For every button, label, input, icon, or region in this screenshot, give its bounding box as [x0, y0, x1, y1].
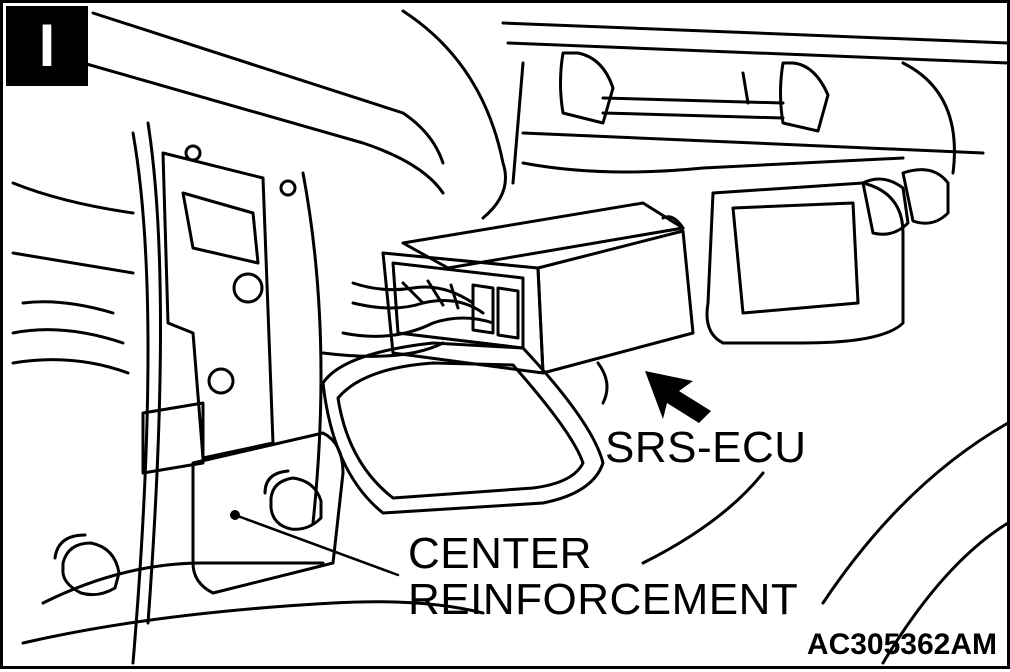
- bolt-left: [61, 541, 121, 597]
- floor-line-1: [821, 421, 1010, 605]
- upper-rail: [601, 96, 785, 105]
- step-badge: I: [6, 6, 88, 86]
- center-reinforcement-label-line1: CENTER: [408, 529, 592, 578]
- reinforcement-plate: [191, 431, 345, 595]
- upper-bracket-2: [779, 61, 830, 133]
- pillar-hole-3: [184, 144, 202, 162]
- pillar-left-edge: [146, 121, 162, 625]
- right-bracket: [705, 181, 905, 345]
- upper-bracket: [559, 51, 615, 125]
- ecu-connector-slot: [496, 286, 520, 340]
- harness-wire-4: [321, 341, 445, 358]
- floor-line-3: [641, 471, 765, 565]
- upper-stud-2: [511, 61, 525, 185]
- left-harness: [11, 300, 130, 375]
- left-panel-line-2: [11, 251, 135, 275]
- pillar-step: [181, 191, 260, 265]
- bolt-center: [269, 476, 323, 531]
- left-panel-line: [11, 181, 135, 215]
- figure-code: AC305362AM: [806, 628, 997, 661]
- reinforcement-flange: [41, 561, 325, 605]
- upper-flange: [901, 61, 956, 175]
- floor-panel: [21, 600, 485, 645]
- harness-wire-2: [351, 299, 485, 315]
- bolt-center-head: [263, 469, 290, 495]
- upper-stud: [741, 71, 750, 105]
- center-reinforcement-leader: [233, 513, 400, 577]
- dashboard-panel-line: [506, 41, 1010, 65]
- dashboard-lower-edge: [81, 61, 445, 195]
- dashboard-curve: [401, 9, 507, 220]
- pillar-hole-1: [232, 272, 264, 304]
- ecu-front-face: [536, 229, 695, 375]
- right-bolt: [861, 177, 910, 236]
- pillar-plate: [161, 151, 275, 460]
- upper-rail-4: [521, 156, 905, 174]
- center-reinforcement-label-line2: REINFORCEMENT: [408, 575, 799, 624]
- pillar-lower-plate: [141, 401, 205, 475]
- upper-rail-2: [601, 111, 785, 120]
- technical-line-drawing: [11, 9, 1010, 665]
- ecu-connector-slot-2: [471, 283, 495, 335]
- center-reinforcement-dot: [230, 510, 240, 520]
- pillar-hole-2: [207, 367, 235, 395]
- console-cover-inner: [336, 361, 585, 500]
- right-bracket-inner: [731, 201, 860, 315]
- pillar-right-edge: [301, 171, 323, 525]
- harness-wire-1: [351, 281, 475, 305]
- console-leader: [596, 361, 609, 405]
- dashboard-upper-edge: [91, 11, 445, 165]
- pillar-hole-4: [279, 179, 297, 197]
- bolt-left-head: [53, 533, 87, 560]
- floor-line-2: [881, 521, 1010, 665]
- ecu-edge: [661, 215, 685, 230]
- harness-wire-5: [401, 279, 460, 310]
- pillar-outer: [131, 131, 150, 665]
- upper-rail-3: [521, 131, 985, 155]
- ecu-side-face: [381, 251, 545, 375]
- harness-wire-3: [341, 316, 495, 338]
- srs-ecu-label: SRS-ECU: [605, 423, 807, 472]
- dashboard-panel-right: [501, 21, 1010, 45]
- right-bolt-2: [901, 168, 950, 225]
- console-cover: [321, 341, 605, 515]
- srs-ecu-pointer-arrow-icon: [645, 371, 711, 423]
